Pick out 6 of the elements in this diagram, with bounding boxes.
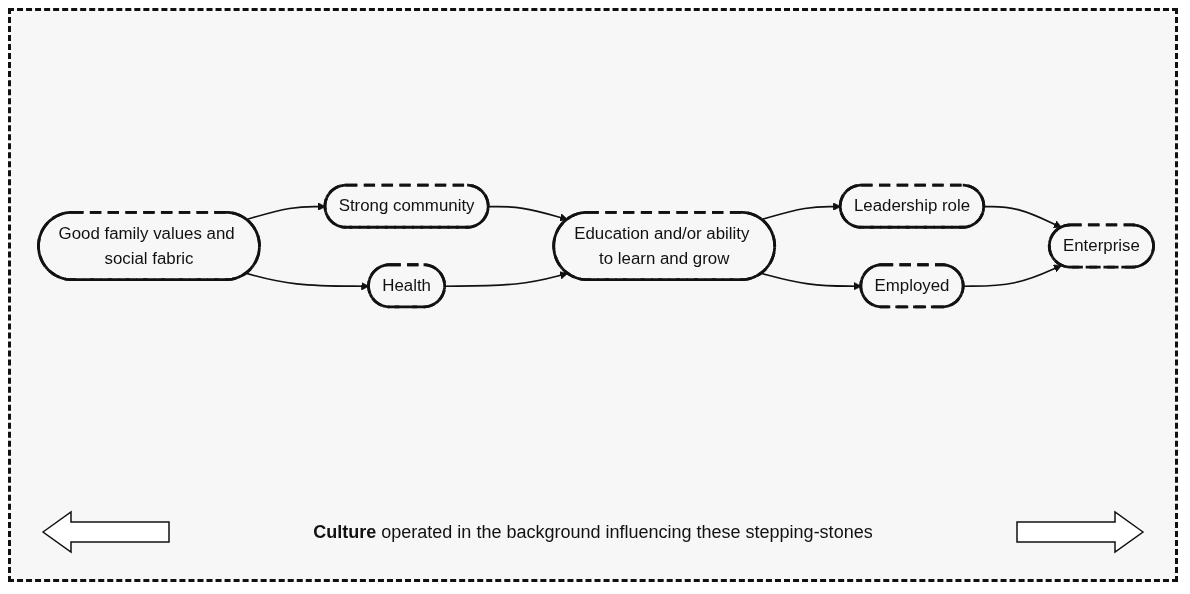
arrow bbox=[487, 205, 568, 222]
arrow bbox=[983, 205, 1062, 229]
background-note: Culture operated in the background influencing these stepping-stones bbox=[313, 521, 873, 543]
arrow bbox=[245, 202, 326, 221]
arrow bbox=[444, 271, 568, 288]
dashed-frame: Good family values and social fabric Strong community Health Education and/or ability to learn and grow Leadership role Employed Enterprise Culture operated in the background influencing these stepping-stones bbox=[8, 8, 1178, 582]
